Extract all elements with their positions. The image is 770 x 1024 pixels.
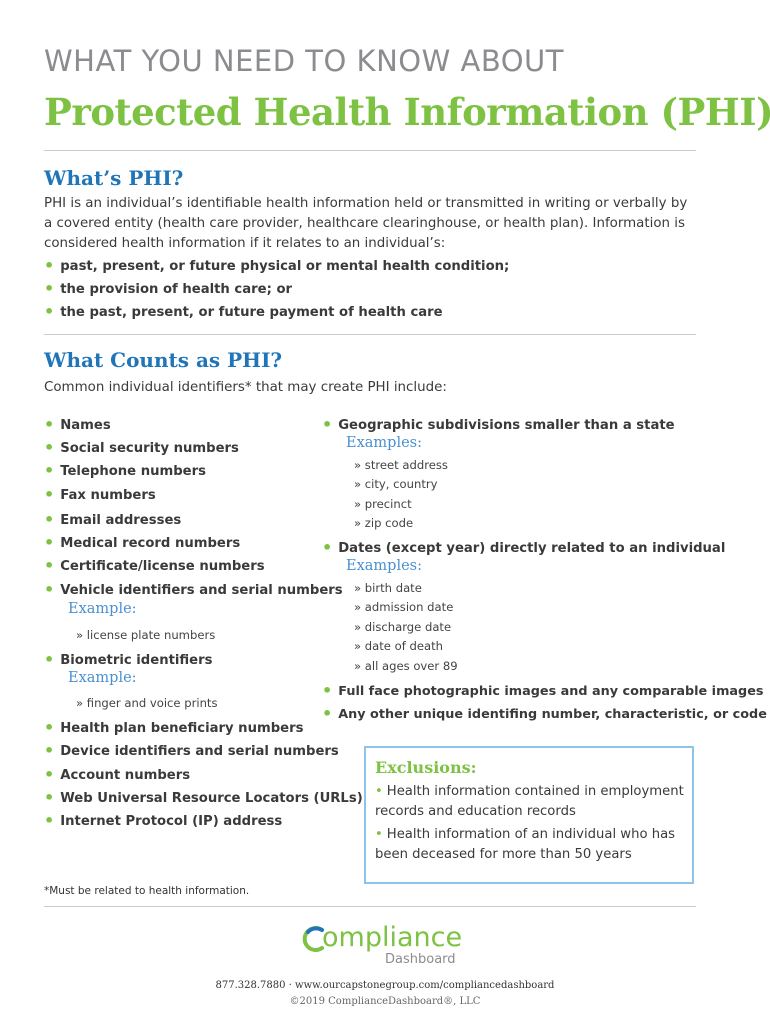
list-item: •Social security numbers: [44, 438, 239, 457]
example-item: » finger and voice prints: [76, 696, 218, 710]
list-item: •Full face photographic images and any c…: [322, 681, 764, 700]
copyright: ©2019 ComplianceDashboard®, LLC: [289, 996, 481, 1007]
list-item: •Telephone numbers: [44, 461, 206, 480]
example-item: » all ages over 89: [354, 659, 458, 673]
list-item: •the provision of health care; or: [44, 279, 293, 298]
list-item: •Email addresses: [44, 510, 182, 529]
exclusion-item: •Health information contained in employm…: [375, 784, 684, 819]
bullet-icon: •: [44, 485, 55, 504]
bullet-icon: •: [322, 681, 333, 700]
example-item: » precinct: [354, 497, 412, 511]
example-item: » city, country: [354, 477, 438, 491]
example-label: Example:: [68, 670, 137, 686]
example-item: » admission date: [354, 600, 454, 614]
bullet-icon: •: [44, 302, 55, 321]
list-item: •Fax numbers: [44, 485, 156, 504]
bullet-icon: •: [44, 811, 55, 830]
bullet-icon: •: [44, 533, 55, 552]
example-item: » license plate numbers: [76, 628, 216, 642]
logo-c-icon: [302, 926, 324, 952]
divider: [44, 334, 696, 335]
section-intro: PHI is an individual’s identifiable heal…: [44, 196, 688, 251]
divider: [44, 150, 696, 151]
bullet-icon: •: [44, 580, 55, 599]
bullet-icon: •: [44, 438, 55, 457]
example-item: » zip code: [354, 516, 414, 530]
list-item: •Web Universal Resource Locators (URLs): [44, 788, 363, 807]
footnote: *Must be related to health information.: [44, 885, 250, 897]
divider: [44, 906, 696, 907]
list-item: •Geographic subdivisions smaller than a …: [322, 415, 675, 434]
list-item: •Internet Protocol (IP) address: [44, 811, 283, 830]
list-item: •Medical record numbers: [44, 533, 241, 552]
bullet-icon: •: [44, 556, 55, 575]
list-item: •Dates (except year) directly related to…: [322, 538, 726, 557]
bullet-icon: •: [44, 415, 55, 434]
example-item: » street address: [354, 458, 448, 472]
page-title: Protected Health Information (PHI): [44, 90, 770, 134]
list-item: •Biometric identifiers: [44, 650, 213, 669]
bullet-icon: •: [322, 415, 333, 434]
bullet-icon: •: [44, 741, 55, 760]
example-item: » birth date: [354, 581, 422, 595]
list-item: •Vehicle identifiers and serial numbers: [44, 580, 343, 599]
page-kicker: WHAT YOU NEED TO KNOW ABOUT: [44, 44, 564, 78]
exclusions-title: Exclusions:: [375, 758, 477, 777]
section-heading-whats-phi: What’s PHI?: [44, 166, 184, 190]
bullet-icon: •: [44, 510, 55, 529]
section-intro: Common individual identifiers* that may …: [44, 380, 447, 395]
list-item: •Names: [44, 415, 111, 434]
section-heading-what-counts: What Counts as PHI?: [44, 348, 283, 372]
exclusion-item: •Health information of an individual who…: [375, 827, 676, 862]
example-item: » discharge date: [354, 620, 452, 634]
contact-line: 877.328.7880 · www.ourcapstonegroup.com/…: [215, 980, 555, 991]
bullet-icon: •: [44, 718, 55, 737]
logo-subtext: Dashboard: [385, 952, 456, 967]
list-item: •Certificate/license numbers: [44, 556, 265, 575]
example-label: Examples:: [346, 435, 422, 451]
list-item: •Device identifiers and serial numbers: [44, 741, 339, 760]
example-item: » date of death: [354, 639, 443, 653]
example-label: Example:: [68, 601, 137, 617]
list-item: •the past, present, or future payment of…: [44, 302, 443, 321]
bullet-icon: •: [44, 650, 55, 669]
bullet-icon: •: [44, 788, 55, 807]
bullet-icon: •: [44, 279, 55, 298]
list-item: •Health plan beneficiary numbers: [44, 718, 304, 737]
list-item: •Any other unique identifing number, cha…: [322, 704, 767, 723]
bullet-icon: •: [44, 461, 55, 480]
bullet-icon: •: [44, 765, 55, 784]
bullet-icon: •: [375, 827, 383, 842]
exclusions-box: [364, 746, 694, 884]
bullet-icon: •: [322, 538, 333, 557]
compliance-dashboard-logo: ompliance Dashboard: [300, 922, 480, 970]
bullet-icon: •: [322, 704, 333, 723]
example-label: Examples:: [346, 558, 422, 574]
list-item: •past, present, or future physical or me…: [44, 256, 510, 275]
logo-text: ompliance: [322, 922, 463, 953]
bullet-icon: •: [44, 256, 55, 275]
list-item: •Account numbers: [44, 765, 191, 784]
bullet-icon: •: [375, 784, 383, 799]
